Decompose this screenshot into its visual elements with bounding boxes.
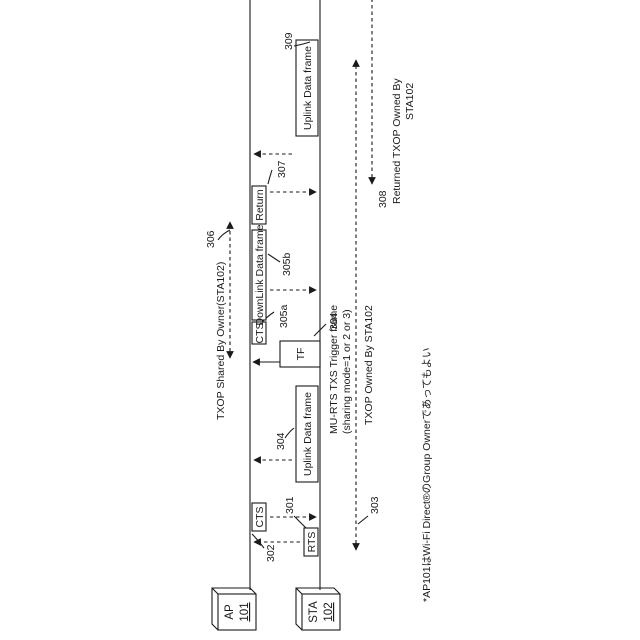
- rts-frame-label: RTS: [306, 532, 318, 553]
- ref-306-leader: [218, 230, 230, 240]
- txop-owned-label: TXOP Owned By STA102: [363, 305, 375, 425]
- uplink-data-frame-2-label: Uplink Data frame: [302, 46, 314, 130]
- ref-305b: 305b: [281, 252, 293, 276]
- returned-txop-label-line2: STA102: [404, 83, 416, 120]
- ref-305b-leader: [268, 254, 280, 262]
- return-frame-label: Return: [254, 189, 266, 221]
- ap-node: AP 101: [212, 588, 256, 630]
- ref-303: 303: [369, 496, 381, 514]
- ref-303-leader: [358, 516, 368, 524]
- sta-node-ref: 102: [323, 602, 335, 621]
- sta-node: STA 102: [296, 588, 340, 630]
- footnote: *AP101はWi-Fi Direct®のGroup Ownerであってもよい: [421, 347, 433, 602]
- cts-frame-label: CTS: [254, 507, 266, 528]
- ap-node-name: AP: [224, 604, 236, 620]
- ref-302-leader: [252, 534, 264, 548]
- ref-307-leader: [268, 170, 272, 184]
- mu-rts-label-line2: (sharing mode=1 or 2 or 3): [341, 309, 353, 434]
- sta-node-name: STA: [308, 601, 320, 623]
- txop-shared-label: TXOP Shared By Owner(STA102): [215, 262, 227, 420]
- ref-307: 307: [276, 160, 288, 178]
- ref-309: 309: [283, 32, 295, 50]
- uplink-data-frame-1-label: Uplink Data frame: [302, 392, 314, 476]
- tf-frame-label: TF: [295, 348, 307, 361]
- ref-304-uplink: 304: [275, 432, 287, 450]
- ref-301: 301: [284, 496, 296, 514]
- downlink-data-frame-label: DownLink Data frame: [254, 224, 266, 325]
- ref-302: 302: [265, 544, 277, 562]
- returned-txop-label-line1: Returned TXOP Owned By: [391, 78, 403, 204]
- ref-301-leader: [294, 516, 306, 528]
- ref-308: 308: [377, 190, 389, 208]
- ap-node-ref: 101: [239, 602, 251, 621]
- ref-306: 306: [205, 230, 217, 248]
- ref-305a: 305a: [278, 304, 290, 328]
- mu-rts-label-line1: MU-RTS TXS Trigger frame: [328, 305, 340, 434]
